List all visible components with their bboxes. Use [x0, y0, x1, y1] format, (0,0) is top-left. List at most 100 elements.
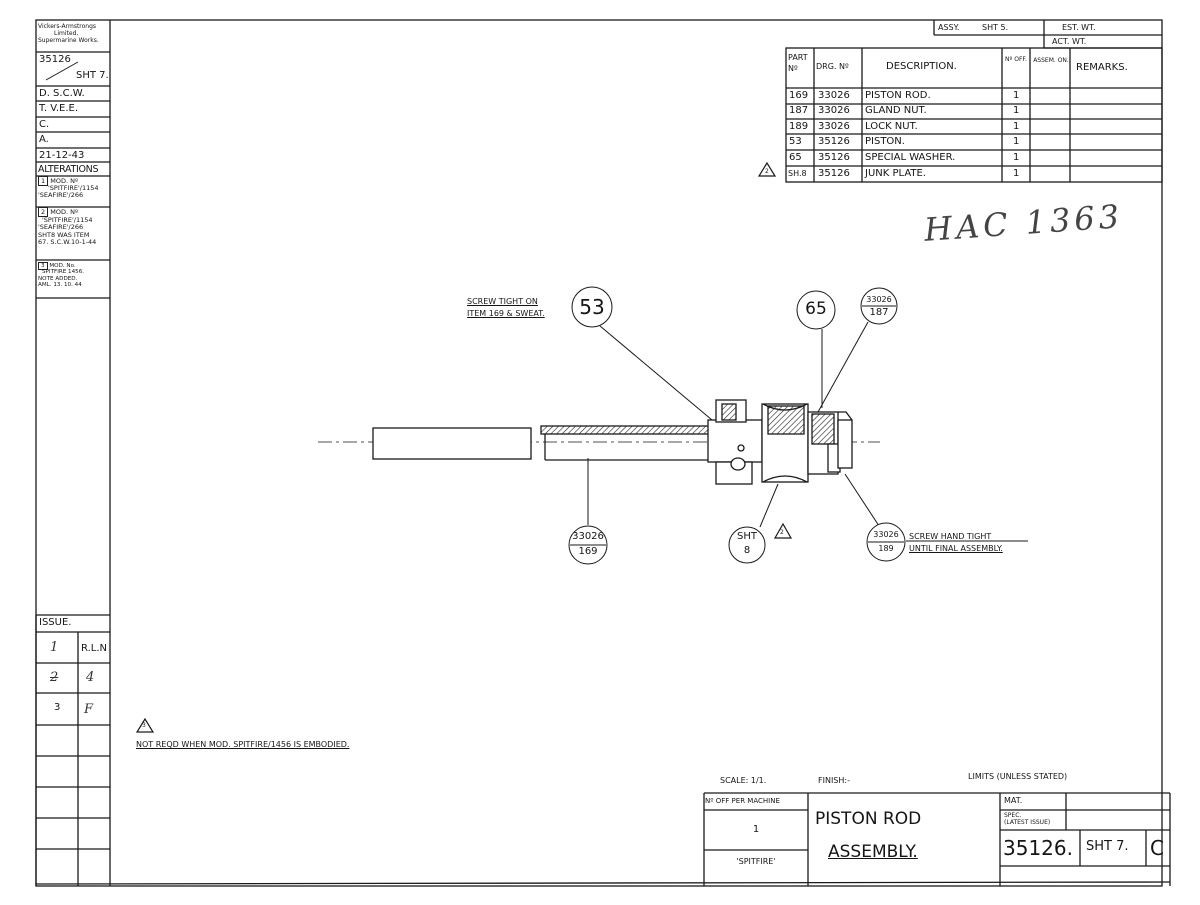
- drawing-number: 35126.: [1003, 836, 1073, 860]
- issue-number: 1: [50, 640, 59, 655]
- balloon-sht8-bottom: 8: [743, 545, 751, 556]
- col-no-off: Nº OFF.: [1005, 56, 1027, 63]
- table-cell: PISTON.: [865, 136, 905, 147]
- act-wt-label: ACT. WT.: [1052, 37, 1087, 46]
- alteration-number: 2: [38, 207, 49, 217]
- issue-letter: C: [1150, 836, 1164, 860]
- scale-label: SCALE: 1/1.: [720, 776, 767, 785]
- finish-label: FINISH:-: [818, 776, 850, 785]
- alteration-line: AML. 13. 10. 44: [38, 281, 82, 288]
- balloon-187-bottom: 187: [869, 307, 889, 318]
- alteration-number: 3: [38, 262, 48, 270]
- alteration-1: 1 MOD. Nº 'SPITFIRE'/1154 'SEAFIRE'/266: [38, 176, 99, 199]
- est-wt-label: EST. WT.: [1062, 23, 1096, 32]
- table-cell: 1: [1013, 168, 1020, 179]
- col-drg-no: DRG. Nº: [816, 62, 849, 71]
- alteration-line: 'SEAFIRE'/266: [38, 191, 84, 199]
- balloon-53: [571, 286, 613, 328]
- table-revision-mark: 2: [765, 168, 769, 175]
- alteration-number: 1: [38, 176, 49, 186]
- table-cell: 33026: [818, 90, 850, 101]
- off-per-machine-label: Nº OFF PER MACHINE: [705, 797, 780, 805]
- col-part-no: PART Nº: [788, 53, 808, 73]
- table-cell: 33026: [818, 121, 850, 132]
- table-cell: 33026: [818, 105, 850, 116]
- table-cell: 65: [789, 152, 802, 163]
- table-cell: 35126: [818, 152, 850, 163]
- sheet-ref: 35126: [39, 54, 71, 65]
- col-description: DESCRIPTION.: [886, 61, 957, 72]
- company-line: Vickers-Armstrongs: [38, 23, 97, 30]
- table-cell: SH.8: [788, 169, 807, 178]
- balloon-53-label: 53: [579, 295, 605, 319]
- approval-tvee: T. V.E.E.: [39, 103, 79, 114]
- alteration-line: SPITFIRE 1456.: [42, 269, 85, 276]
- limits-label: LIMITS (UNLESS STATED): [968, 772, 1068, 781]
- col-assem-on: ASSEM. ON.: [1033, 57, 1069, 64]
- table-cell: SPECIAL WASHER.: [865, 152, 956, 163]
- table-cell: 1: [1013, 90, 1020, 101]
- spec-line: (LATEST ISSUE): [1004, 819, 1051, 826]
- alteration-3: 3 MOD. No. SPITFIRE 1456. NOTE ADDED. AM…: [38, 262, 85, 288]
- alteration-line: MOD. Nº: [50, 208, 79, 216]
- alteration-line: MOD. Nº: [50, 177, 79, 185]
- alteration-line: SHT8 WAS ITEM: [38, 230, 90, 239]
- balloon-sht8-top: SHT: [737, 531, 757, 542]
- table-cell: 189: [789, 121, 809, 132]
- balloon-revision-mark: 2: [780, 529, 784, 536]
- note-line: SCREW TIGHT ON: [467, 297, 538, 306]
- balloon-189-top: 33026: [873, 530, 899, 539]
- piston-rod-assembly: [318, 399, 880, 485]
- table-cell: 1: [1013, 105, 1020, 116]
- revision-triangle-icon: [773, 522, 793, 539]
- table-cell: 1: [1013, 121, 1020, 132]
- alteration-line: 'SEAFIRE'/266: [38, 223, 84, 232]
- table-cell: 35126: [818, 136, 850, 147]
- revision-triangle-icon: [135, 717, 155, 733]
- approval-c: C.: [39, 119, 50, 130]
- material-label: MAT.: [1004, 796, 1023, 805]
- alteration-line: 'SPITFIRE'/1154: [42, 215, 93, 224]
- col-remarks: REMARKS.: [1076, 62, 1128, 73]
- sheet-label: SHT 7.: [1086, 839, 1129, 854]
- sheet-number: SHT 7.: [76, 70, 109, 81]
- alteration-line: 'SPITFIRE'/1154: [48, 184, 99, 192]
- spec-line: SPEC.: [1004, 812, 1022, 819]
- machine-name: 'SPITFIRE': [736, 857, 776, 866]
- table-cell: 53: [789, 136, 802, 147]
- table-cell: PISTON ROD.: [865, 90, 931, 101]
- approval-a: A.: [39, 134, 49, 145]
- footnote-text: NOT REQD WHEN MOD. SPITFIRE/1456 IS EMBO…: [136, 740, 350, 749]
- assy-sheet: SHT 5.: [982, 23, 1009, 32]
- spec-label: SPEC. (LATEST ISSUE): [1004, 812, 1050, 826]
- sheet-border: [35, 19, 1163, 887]
- revision-triangle-icon: [757, 161, 777, 177]
- alteration-2: 2 MOD. Nº 'SPITFIRE'/1154 'SEAFIRE'/266 …: [38, 207, 97, 247]
- table-cell: LOCK NUT.: [865, 121, 918, 132]
- table-cell: GLAND NUT.: [865, 105, 927, 116]
- balloon-189-bottom: 189: [878, 544, 894, 553]
- alterations-heading: ALTERATIONS: [38, 164, 99, 175]
- table-cell: 1: [1013, 136, 1020, 147]
- issue-initials: F: [84, 702, 94, 717]
- drawing-title-line2: ASSEMBLY.: [828, 842, 918, 862]
- footnote-mark: 3: [142, 722, 146, 729]
- note-hand-tight: SCREW HAND TIGHT UNTIL FINAL ASSEMBLY.: [909, 531, 1003, 555]
- note-line: ITEM 169 & SWEAT.: [467, 309, 545, 318]
- table-cell: 35126: [818, 168, 850, 179]
- note-line: UNTIL FINAL ASSEMBLY.: [909, 544, 1003, 553]
- table-cell: 169: [789, 90, 809, 101]
- issue-initials: 4: [86, 670, 95, 685]
- issue-heading: ISSUE.: [39, 617, 72, 628]
- table-cell: JUNK PLATE.: [865, 168, 926, 179]
- balloon-65-label: 65: [805, 299, 827, 319]
- company-name: Vickers-Armstrongs Limited, Supermarine …: [38, 23, 99, 44]
- drawing-date: 21-12-43: [39, 150, 85, 161]
- table-cell: 1: [1013, 152, 1020, 163]
- note-line: SCREW HAND TIGHT: [909, 532, 992, 541]
- off-per-machine-value: 1: [752, 824, 760, 835]
- alteration-line: 67. S.C.W.10-1-44: [38, 238, 97, 247]
- balloon-187-top: 33026: [866, 295, 892, 304]
